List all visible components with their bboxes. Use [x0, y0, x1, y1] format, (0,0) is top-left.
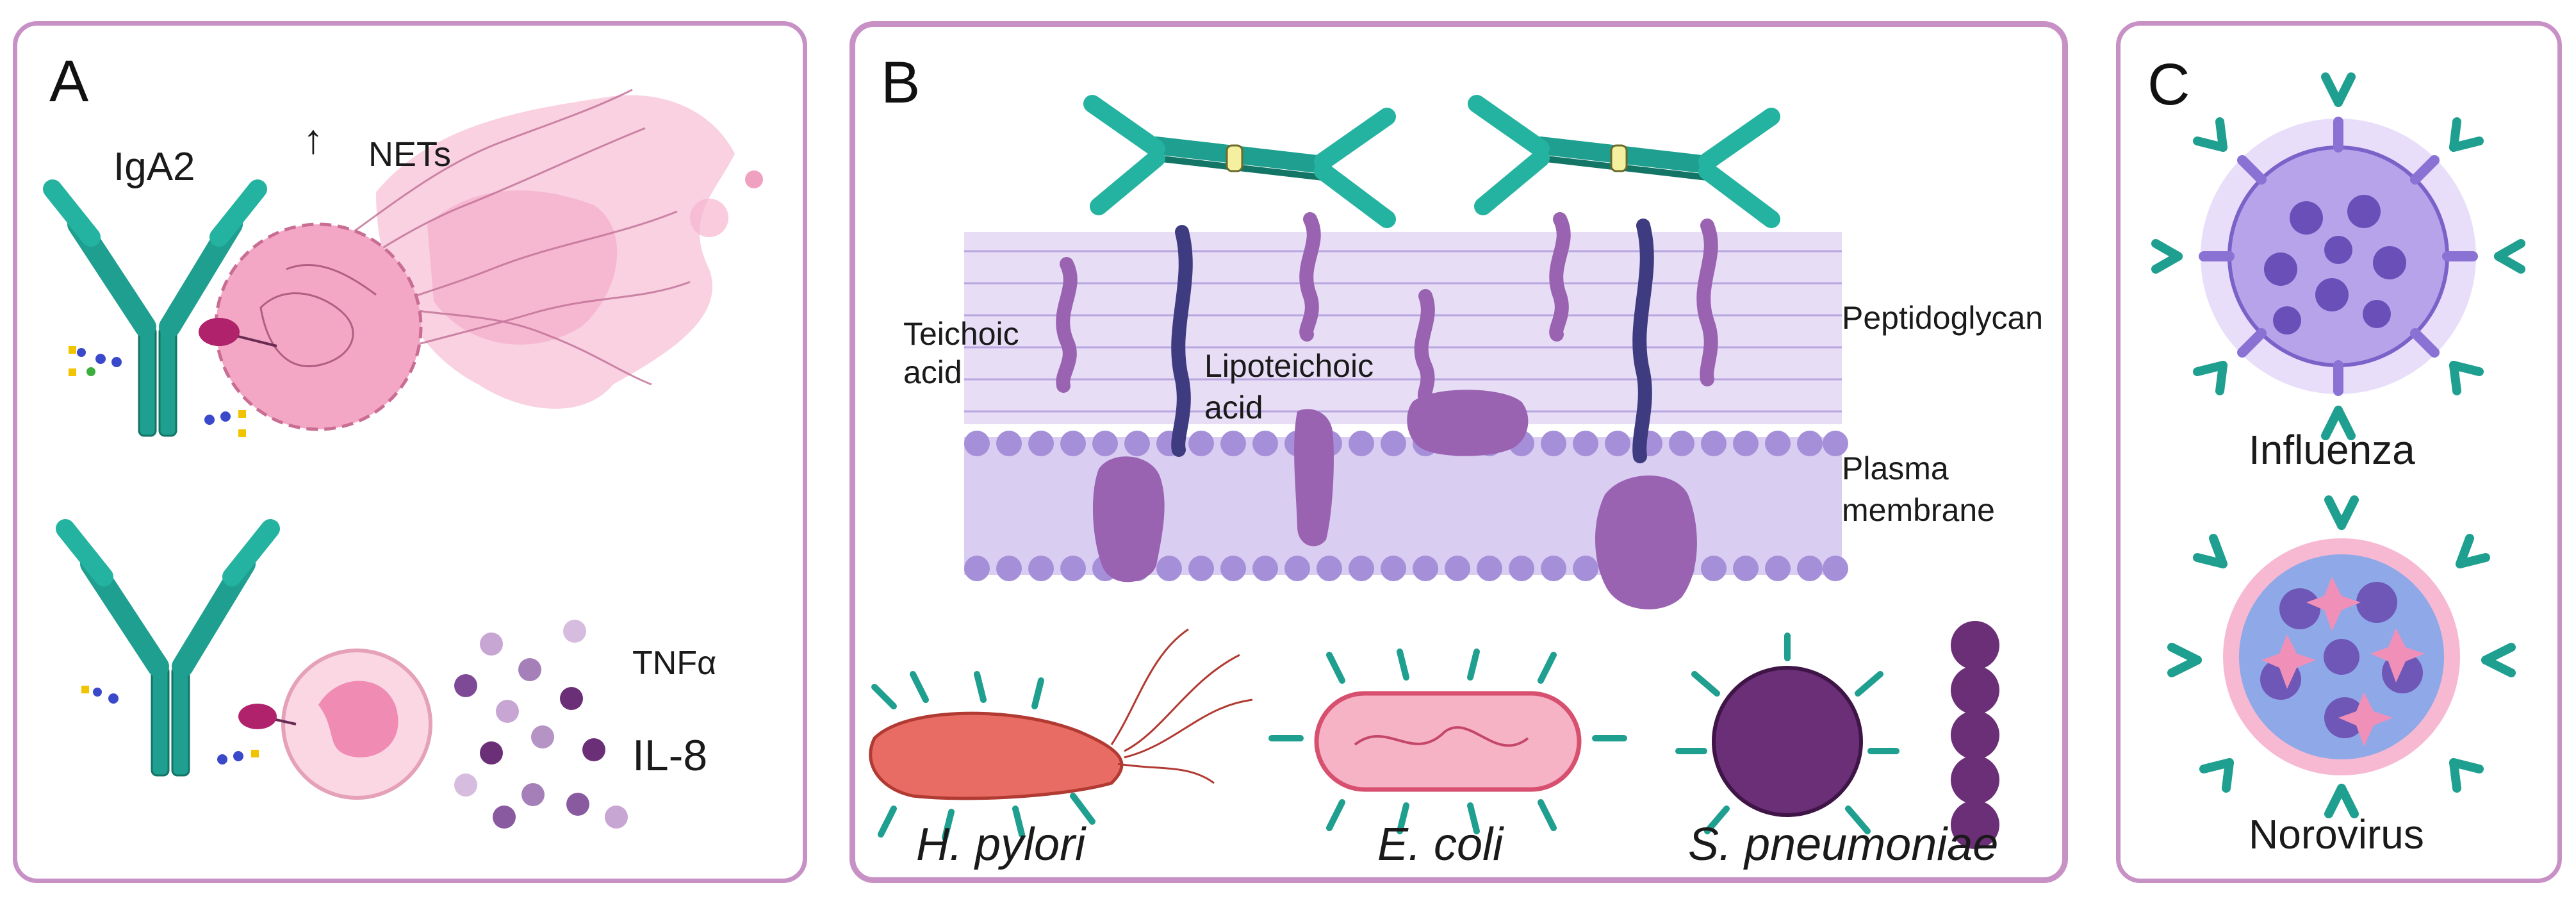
teichoic-label-1: Teichoic	[903, 316, 1019, 352]
peptidoglycan-label: Peptidoglycan	[1842, 300, 2044, 336]
cytokine-particles	[454, 620, 628, 829]
influenza-virion	[2151, 72, 2525, 440]
lipoteichoic-label-1: Lipoteichoic	[1204, 348, 1374, 384]
lipoteichoic-label-2: acid	[1204, 390, 1263, 426]
iga2-antibody-bottom	[56, 519, 280, 777]
nets-label: NETs	[368, 135, 452, 174]
iga2-label: IgA2	[113, 145, 195, 189]
neutrophil-net	[214, 222, 423, 431]
panel-a: A	[13, 21, 807, 883]
il8-label: IL-8	[632, 731, 708, 780]
iga2-dimer-2	[1468, 95, 1780, 228]
teichoic-label-2: acid	[903, 354, 962, 390]
panel-a-illustration	[43, 88, 763, 829]
panel-c: C	[2116, 21, 2562, 883]
fc-receptor	[199, 318, 240, 346]
nets-arrow: ↑	[303, 116, 324, 162]
norovirus-label: Norovirus	[2249, 811, 2424, 857]
panel-b-illustration	[869, 95, 1999, 849]
panel-c-letter: C	[2147, 52, 2190, 117]
iga2-antibody-top	[43, 179, 267, 437]
e-coli-bacterium	[1268, 649, 1627, 834]
s-pneumoniae-bacterium	[1675, 621, 1999, 849]
s-pneumoniae-label: S. pneumoniae	[1688, 819, 1999, 870]
peptidoglycan-layer	[964, 232, 1842, 424]
h-pylori-label: H. pylori	[916, 819, 1086, 870]
tnf-label: TNFα	[632, 645, 717, 682]
norovirus-virion	[2167, 495, 2516, 818]
panel-b-letter: B	[881, 50, 921, 115]
influenza-label: Influenza	[2249, 427, 2415, 473]
lipoteichoic-acids	[1171, 219, 1654, 463]
panel-a-letter: A	[49, 49, 89, 114]
nets-cloud	[376, 95, 763, 409]
e-coli-label: E. coli	[1377, 819, 1504, 870]
plasma-membrane-label-2: membrane	[1842, 492, 1995, 528]
h-pylori-bacterium	[869, 628, 1253, 841]
membrane-proteins	[1092, 390, 1697, 609]
panel-c-illustration	[2151, 72, 2525, 818]
panel-b: B	[849, 21, 2068, 883]
iga2-dimer-1	[1083, 95, 1396, 228]
teichoic-acids	[1056, 212, 1718, 406]
plasma-membrane-label-1: Plasma	[1842, 450, 1949, 486]
